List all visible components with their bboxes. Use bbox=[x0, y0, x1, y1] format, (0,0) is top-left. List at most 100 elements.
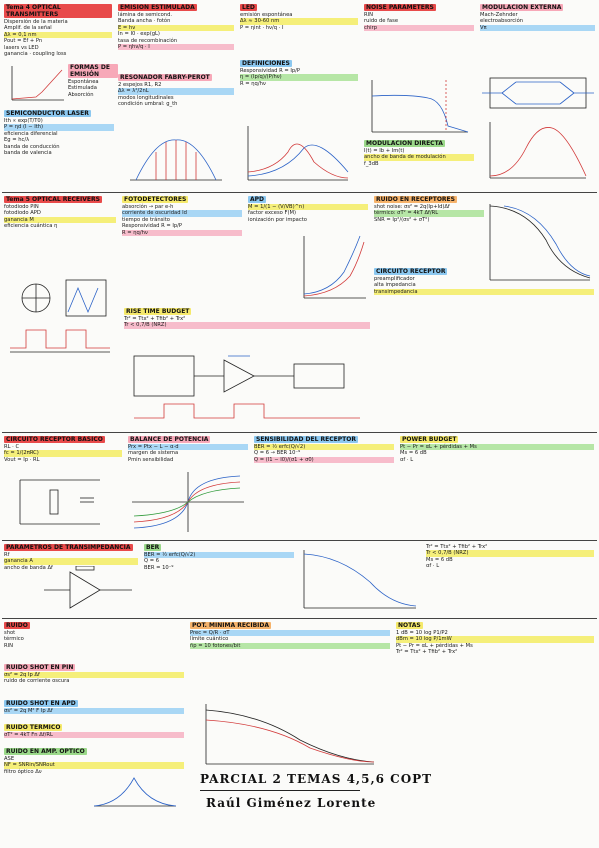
block-title: PARÁMETROS DE TRANSIMPEDANCIA bbox=[4, 544, 133, 551]
block-line: RL · C bbox=[4, 444, 20, 450]
transimpedance-amp-diagram bbox=[44, 566, 132, 609]
receiver-schematic-diagram bbox=[133, 355, 360, 419]
spectrum-diagram bbox=[130, 139, 222, 181]
block-line: Pout = Ef + Pn bbox=[4, 38, 43, 45]
block-line: Vπ bbox=[480, 24, 595, 32]
block-optical-amp-noise: RUIDO EN AMP. ÓPTICO ASE NF = SNRin/SNRo… bbox=[4, 748, 184, 808]
block-stimulated-emission: EMISIÓN ESTIMULADA lámina de semicond. B… bbox=[118, 4, 234, 70]
block-power-balance: BALANCE DE POTENCIA Prx = Ptx − L − α·d … bbox=[128, 436, 248, 536]
block-line: absorción → par e-h bbox=[122, 204, 174, 210]
block-apd: APD M = 1/(1 − (V/VB)^n) factor exceso F… bbox=[248, 196, 368, 304]
block-title: POT. MÍNIMA RECIBIDA bbox=[190, 622, 271, 629]
block-semiconductor-laser: SEMICONDUCTOR LASER Ith ∝ exp(T/T0) P = … bbox=[4, 110, 114, 190]
divider bbox=[2, 432, 597, 433]
block-line: condición umbral: g_th bbox=[118, 101, 178, 108]
block-line: ancho de banda Δf bbox=[4, 564, 53, 571]
block-line: Pmin sensibilidad bbox=[128, 456, 174, 463]
block-line: Responsividad R = Ip/P bbox=[240, 68, 301, 74]
block-min-received-power: POT. MÍNIMA RECIBIDA Prec = Q/R · σT lím… bbox=[190, 622, 390, 722]
block-line: ionización por impacto bbox=[248, 216, 307, 223]
block-title: SEMICONDUCTOR LASER bbox=[4, 110, 91, 117]
block-shot-noise-apd: RUIDO SHOT EN APD σs² = 2q M² F Ip Δf bbox=[4, 700, 184, 722]
block-receiver-circuit: CIRCUITO RECEPTOR preamplificador alta i… bbox=[374, 268, 594, 328]
block-line: Δλ = 0,1 nm bbox=[4, 31, 112, 39]
block-line: corriente de oscuridad Id bbox=[122, 210, 242, 217]
block-line: RIN bbox=[4, 642, 14, 649]
block-line: Tr² = Ttx² + Tfib² + Trx² bbox=[396, 649, 458, 656]
block-definitions: DEFINICIONES Responsividad R = Ip/P η = … bbox=[240, 60, 358, 120]
block-line: alta impedancia bbox=[374, 282, 416, 289]
block-direct-modulation: MODULACIÓN DIRECTA I(t) = Ib + Im(t) anc… bbox=[364, 140, 474, 190]
block-line: Espontánea bbox=[68, 79, 99, 85]
block-line: factor exceso F(M) bbox=[248, 210, 297, 217]
block-title: APD bbox=[248, 196, 267, 203]
block-optical-transmitters: Tema 4 OPTICAL TRANSMITTERS Dispersión d… bbox=[4, 4, 112, 62]
block-line: E = hν bbox=[118, 24, 234, 32]
block-line: Q = 6 → BER 10⁻⁹ bbox=[254, 450, 301, 457]
block-title: POWER BUDGET bbox=[400, 436, 459, 443]
block-line: Tr < 0,7/B (NRZ) bbox=[124, 322, 370, 329]
block-title: BER bbox=[144, 544, 162, 551]
divider bbox=[2, 540, 597, 541]
block-line: límite cuántico bbox=[190, 636, 229, 643]
block-rise-time: RISE TIME BUDGET Tr² = Ttx² + Tfib² + Tr… bbox=[124, 308, 370, 344]
block-line: 1 dB = 10 log P1/P2 bbox=[396, 630, 448, 636]
block-title: CIRCUITO RECEPTOR BÁSICO bbox=[4, 436, 105, 443]
block-line: dBm = 10 log P/1mW bbox=[396, 636, 594, 643]
block-line: f_3dB bbox=[364, 160, 379, 167]
block-basic-receiver-circuit: CIRCUITO RECEPTOR BÁSICO RL · C fc = 1/(… bbox=[4, 436, 122, 536]
laser-curve-diagram bbox=[11, 66, 64, 101]
block-line: σs² = 2q Ip Δf bbox=[4, 672, 184, 679]
block-line: M = 1/(1 − (V/VB)^n) bbox=[248, 204, 368, 211]
block-line: BER = 10⁻⁹ bbox=[144, 564, 174, 571]
block-line: Pt − Pr = αL + pérdidas + Ms bbox=[396, 642, 473, 649]
block-title: RUIDO EN AMP. ÓPTICO bbox=[4, 748, 87, 755]
block-line: fotodiodo APD bbox=[4, 210, 41, 217]
block-line: SNR = Ip²/(σs² + σT²) bbox=[374, 216, 430, 223]
block-title: RUIDO TÉRMICO bbox=[4, 724, 63, 731]
block-line: BER = ½ erfc(Q/√2) bbox=[144, 552, 294, 559]
block-line: tasa de recombinación bbox=[118, 37, 178, 44]
block-line: modos longitudinales bbox=[118, 94, 174, 101]
iv-curves-diagram bbox=[132, 472, 244, 532]
block-line: σT² = 4kT Fn Δf/RL bbox=[4, 732, 184, 739]
sensitivity-plot-diagram bbox=[205, 704, 375, 765]
divider bbox=[2, 192, 597, 193]
block-line: Tr < 0,7/B (NRZ) bbox=[426, 550, 594, 557]
block-line: Ith ∝ exp(T/T0) bbox=[4, 118, 43, 124]
block-line: térmico bbox=[4, 636, 24, 643]
block-line: ruido de corriente oscura bbox=[4, 678, 70, 685]
block-line: n̄p = 10 fotones/bit bbox=[190, 642, 390, 650]
block-line: Mach-Zehnder bbox=[480, 12, 518, 18]
block-line: ruido de fase bbox=[364, 18, 399, 25]
block-line: Tr² = Ttx² + Tfib² + Trx² bbox=[426, 544, 488, 550]
block-line: filtro óptico Δν bbox=[4, 768, 42, 775]
block-noise-parameters: NOISE PARAMETERS RIN ruido de fase chirp bbox=[364, 4, 474, 74]
block-receiver-sensitivity: SENSIBILIDAD DEL RECEPTOR BER = ½ erfc(Q… bbox=[254, 436, 394, 536]
block-title: FORMAS DE EMISIÓN bbox=[68, 64, 118, 78]
block-line: Q = 6 bbox=[144, 558, 160, 565]
apd-gain-diagram bbox=[303, 235, 366, 299]
block-line: αf · L bbox=[400, 456, 414, 463]
block-line: Pt − Pr = αL + pérdidas + Ms bbox=[400, 444, 594, 451]
footer-author-name: Raúl Giménez Lorente bbox=[206, 796, 377, 810]
block-led: LED emisión espontánea Δλ ≈ 30-60 nm P =… bbox=[240, 4, 358, 58]
block-line: electroabsorción bbox=[480, 18, 524, 25]
ber-curve-diagram bbox=[489, 204, 591, 281]
block-line: RIN bbox=[364, 12, 374, 18]
block-line: 2 espejos R1, R2 bbox=[118, 82, 162, 88]
block-title: BALANCE DE POTENCIA bbox=[128, 436, 211, 443]
block-line: Eg = hc/λ bbox=[4, 137, 30, 144]
block-line: Prx = Ptx − L − α·d bbox=[128, 444, 248, 451]
modulation-curves-diagram bbox=[247, 126, 349, 181]
block-line: P = ηint · hν/q · I bbox=[240, 24, 284, 31]
block-line: η = (Ip/q)/(P/hν) bbox=[240, 74, 358, 81]
block-shot-noise-pin: RUIDO SHOT EN PIN σs² = 2q Ip Δf ruido d… bbox=[4, 664, 184, 698]
block-line: Estimulada bbox=[68, 85, 97, 92]
block-title: NOTAS bbox=[396, 622, 423, 629]
block-line: tiempo de tránsito bbox=[122, 216, 170, 223]
block-line: Vout = Ip · RL bbox=[4, 456, 40, 463]
block-line: banda de valencia bbox=[4, 150, 52, 157]
block-line: fc = 1/(2πRC) bbox=[4, 450, 122, 457]
